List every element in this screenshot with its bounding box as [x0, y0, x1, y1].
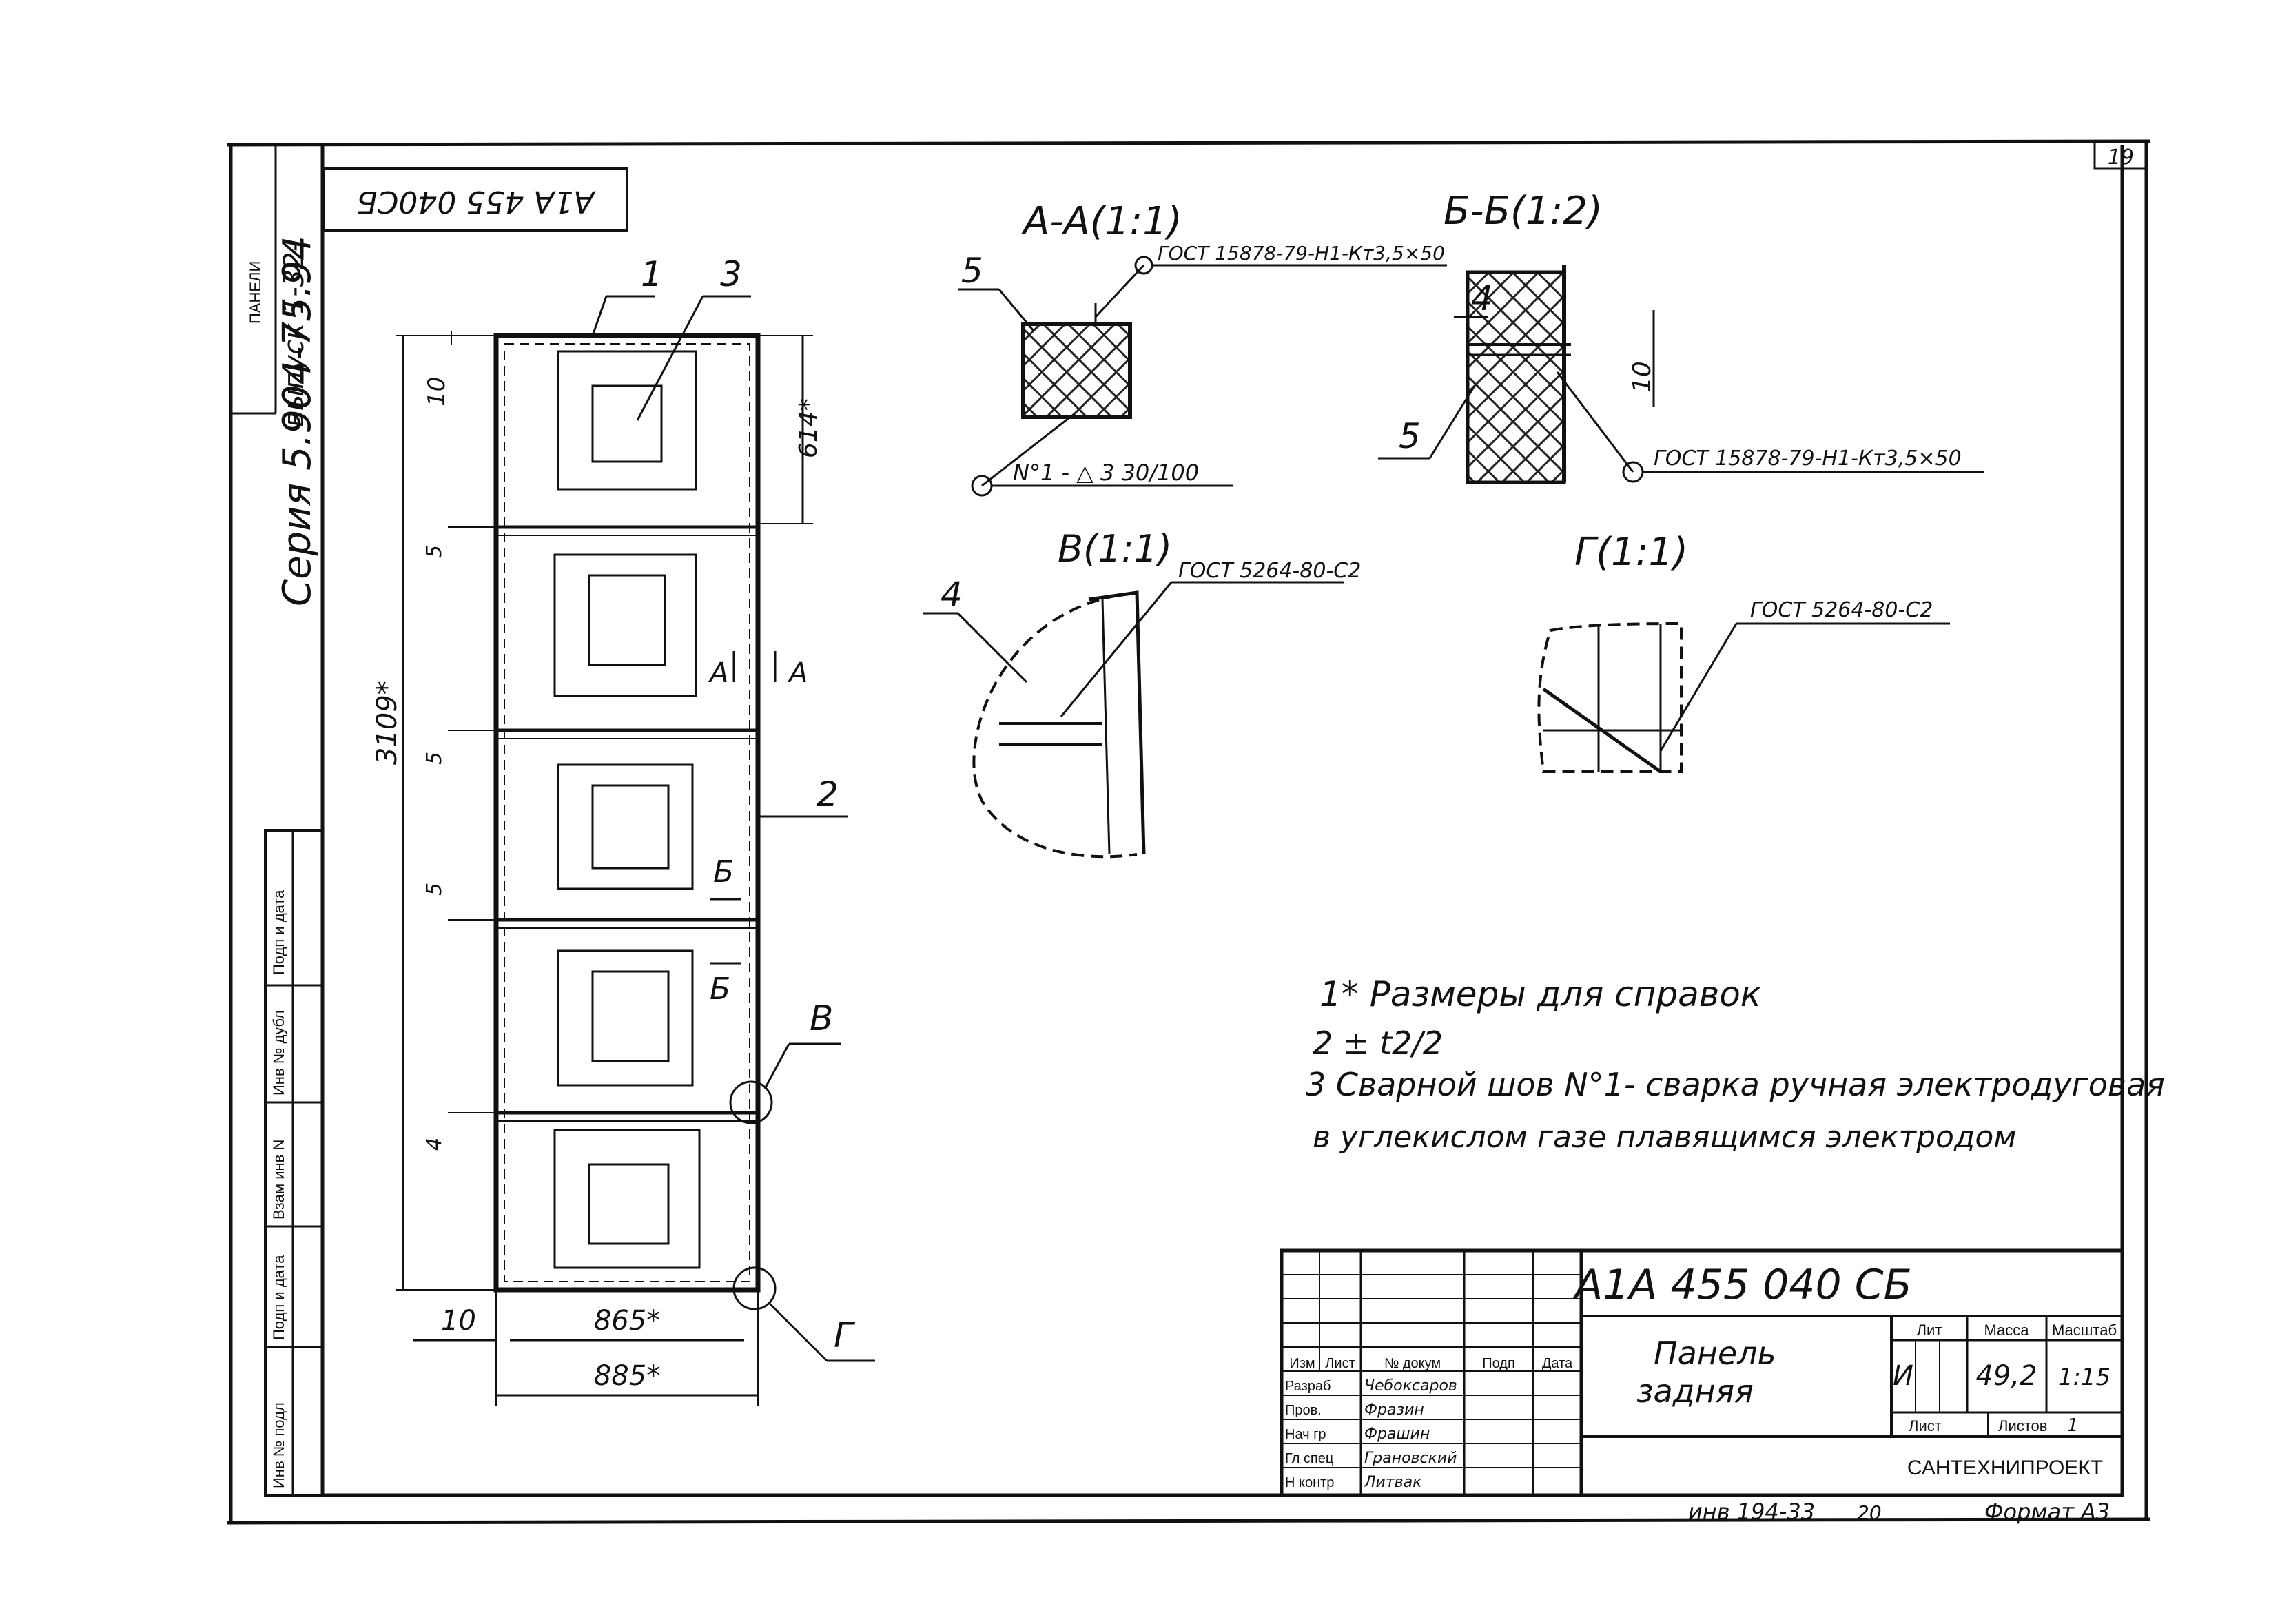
gap-dimension: 10 [423, 377, 451, 407]
designation: А1А 455 040 СБ [1572, 1261, 1912, 1309]
column-doc: № докум [1384, 1356, 1441, 1371]
front-view: 1 3 2 3109* 614* 10 5 5 5 4 865* [371, 254, 875, 1406]
inner-width-dimension: 865* [594, 1305, 660, 1337]
stamp-code: А1А 455 040СБ [356, 184, 596, 219]
part-label-3: 3 [720, 254, 742, 294]
note-1: 1* Размеры для справок [1319, 974, 1761, 1014]
detail-aa-weld-top: ГОСТ 15878-79-Н1-Кт3,5×50 [1158, 242, 1445, 265]
footer: инв 194-33 20 Формат А3 [1688, 1499, 2110, 1525]
scale-value: 1:15 [2058, 1364, 2110, 1391]
detail-bb-part-bottom: 5 [1399, 416, 1421, 456]
footer-extra: 20 [1857, 1501, 1882, 1524]
series-label: Серия 5.904-75.94 [275, 236, 320, 606]
role-name: Грановский [1364, 1450, 1457, 1467]
detail-mark-v: В [810, 998, 833, 1038]
role-label: Н контр [1285, 1475, 1334, 1490]
role-label: Нач гр [1285, 1427, 1326, 1442]
role-name: Фразин [1364, 1401, 1424, 1419]
note-3: 3 Сварной шов N°1- сварка ручная электро… [1306, 1066, 2165, 1103]
gap-dimension: 4 [422, 1138, 446, 1151]
part-label-2: 2 [817, 774, 839, 814]
sheet-number: 19 [2108, 145, 2134, 169]
left-margin: Серия 5.904-75.94 выпуск 1-32- ПАНЕЛИ [231, 145, 320, 606]
height-dimension: 3109* [371, 681, 403, 765]
detail-bb-title: Б-Б(1:2) [1444, 189, 1603, 234]
outer-width-dimension: 885* [594, 1360, 660, 1392]
column-date: Дата [1542, 1356, 1573, 1371]
signature-rows: Разраб Чебоксаров Пров. Фразин Нач гр Фр… [1285, 1377, 1457, 1491]
section-mark-b-bottom: Б [710, 972, 730, 1007]
product-name-line1: Панель [1654, 1335, 1776, 1372]
part-label-1: 1 [641, 254, 663, 294]
detail-aa-title: А-А(1:1) [1021, 199, 1182, 244]
top-cell-dimension: 614* [794, 398, 823, 458]
detail-g-title: Г(1:1) [1574, 530, 1688, 575]
detail-g: Г(1:1) ГОСТ 5264-80-С2 [1537, 530, 1950, 774]
side-stamp: Подп и дата Инв № дубл Взам инв N Подп и… [264, 829, 324, 1497]
detail-v-part: 4 [941, 575, 963, 615]
copied-label: инв 194-33 [1688, 1499, 1815, 1525]
sheet-frame [227, 139, 2150, 1525]
scale-label: Масштаб [2052, 1322, 2117, 1339]
role-label: Гл спец [1285, 1451, 1333, 1466]
mass-label: Масса [1984, 1322, 2029, 1339]
detail-aa-weld-bottom: N°1 - △ 3 30/100 [1013, 460, 1199, 486]
side-stamp-label: Взам инв N [270, 1140, 287, 1220]
stamp-code-box: А1А 455 040СБ [322, 167, 628, 232]
edge-dimension: 10 [441, 1305, 476, 1337]
detail-bb-dimension: 10 [1628, 361, 1656, 393]
sheet-label: Лист [1909, 1417, 1942, 1435]
detail-v: В(1:1) 4 ГОСТ 5264-80-С2 [923, 527, 1361, 859]
detail-bb: Б-Б(1:2) 4 5 10 ГОСТ 15878-79-Н1-Кт3,5×5… [1378, 189, 1984, 484]
margin-small-label: ПАНЕЛИ [247, 261, 264, 324]
issue-label: выпуск 1-32- [278, 242, 310, 427]
role-name: Фрашин [1364, 1426, 1430, 1443]
gap-dimension: 5 [422, 545, 446, 558]
side-stamp-label: Инв № дубл [270, 1010, 287, 1096]
lit-value: И [1893, 1360, 1913, 1392]
panel-cells [496, 350, 758, 1269]
detail-aa-part: 5 [961, 251, 983, 291]
detail-mark-g: Г [834, 1315, 856, 1355]
title-block: Лист Изм № докум Подп Дата Разраб Чебокс… [1280, 1248, 2124, 1497]
side-stamp-label: Инв № подл [270, 1402, 287, 1488]
role-name: Литвак [1364, 1474, 1422, 1491]
note-4: в углекислом газе плавящимся электродом [1313, 1120, 2016, 1155]
sheets-value: 1 [2067, 1415, 2079, 1436]
gap-dimension: 5 [422, 883, 446, 896]
detail-bb-weld: ГОСТ 15878-79-Н1-Кт3,5×50 [1654, 446, 1962, 471]
detail-bb-part-top: 4 [1471, 278, 1493, 318]
mass-value: 49,2 [1975, 1360, 2037, 1392]
section-mark-a-right: А [787, 657, 808, 689]
organization: САНТЕХНИПРОЕКТ [1907, 1457, 2103, 1479]
section-mark-b-top: Б [713, 854, 734, 890]
sheet-number-box: 19 [2093, 140, 2148, 170]
notes: 1* Размеры для справок 2 ± t2/2 3 Сварно… [1306, 974, 2165, 1155]
column-izm: Изм [1289, 1356, 1315, 1371]
gap-dimension: 5 [422, 752, 446, 765]
format-label: Формат А3 [1984, 1499, 2110, 1525]
detail-aa: А-А(1:1) 5 ГОСТ 15878-79-Н1-Кт3,5×50 N°1… [958, 199, 1447, 497]
role-label: Разраб [1285, 1379, 1331, 1394]
detail-v-weld: ГОСТ 5264-80-С2 [1178, 559, 1361, 583]
role-name: Чебоксаров [1364, 1377, 1457, 1395]
section-mark-a-left: А [708, 657, 728, 689]
sheets-label: Листов [1998, 1417, 2047, 1435]
detail-v-title: В(1:1) [1058, 527, 1172, 571]
side-stamp-label: Подп и дата [270, 1255, 287, 1340]
role-label: Пров. [1285, 1403, 1322, 1418]
lit-label: Лит [1917, 1322, 1942, 1339]
detail-g-weld: ГОСТ 5264-80-С2 [1750, 598, 1933, 622]
column-sign: Подп [1482, 1356, 1515, 1371]
product-name-line2: задняя [1636, 1373, 1754, 1410]
side-stamp-label: Подп и дата [270, 890, 287, 975]
note-2: 2 ± t2/2 [1313, 1025, 1443, 1062]
column-list: Лист [1325, 1356, 1355, 1371]
